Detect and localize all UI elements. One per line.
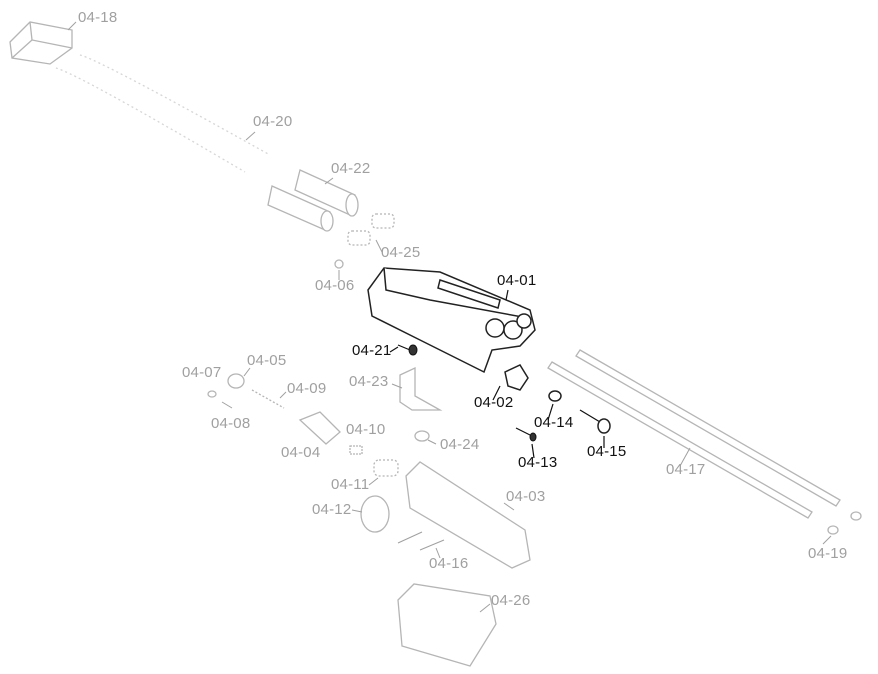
part-04-07-shape [207,390,217,398]
part-label-04-10[interactable]: 04-10 [346,421,386,438]
part-04-17-shape [547,349,841,519]
part-label-04-07[interactable]: 04-07 [182,364,222,381]
part-04-13-shape [515,427,537,442]
part-label-04-12[interactable]: 04-12 [312,501,352,518]
part-label-04-11[interactable]: 04-11 [331,476,370,493]
part-label-04-26[interactable]: 04-26 [491,592,531,609]
part-label-04-05[interactable]: 04-05 [247,352,287,369]
part-04-04-shape [298,411,341,445]
part-04-11-shape [373,459,399,477]
part-label-04-25[interactable]: 04-25 [381,244,421,261]
part-label-04-14[interactable]: 04-14 [534,414,574,431]
part-04-10-shape [349,445,363,455]
part-04-26-shape [397,583,497,667]
part-label-04-20[interactable]: 04-20 [253,113,293,130]
part-label-04-02[interactable]: 04-02 [474,394,514,411]
part-04-14-shape [548,390,562,402]
part-label-04-15[interactable]: 04-15 [587,443,627,460]
part-04-16-shape [397,531,445,551]
part-04-08-shape [221,401,233,409]
part-label-04-03[interactable]: 04-03 [506,488,546,505]
part-label-04-09[interactable]: 04-09 [287,380,327,397]
part-04-18-shape [9,21,73,65]
part-label-04-17[interactable]: 04-17 [666,461,706,478]
part-04-22-shape [267,169,359,232]
part-04-20-shape [55,54,271,173]
leader-lines [67,21,832,613]
part-label-04-24[interactable]: 04-24 [440,436,480,453]
part-label-04-01[interactable]: 04-01 [497,272,537,289]
part-04-05-shape [227,373,245,389]
part-04-19-shape [827,511,862,535]
part-04-25-shape [347,213,395,246]
part-label-04-19[interactable]: 04-19 [808,545,848,562]
part-04-24-shape [414,430,430,442]
part-04-15-shape [579,409,611,434]
part-04-03-shape [405,461,531,569]
part-label-04-13[interactable]: 04-13 [518,454,558,471]
part-label-04-08[interactable]: 04-08 [211,415,251,432]
part-04-02-shape [504,364,529,391]
part-label-04-16[interactable]: 04-16 [429,555,469,572]
part-label-04-18[interactable]: 04-18 [78,9,118,26]
part-label-04-04[interactable]: 04-04 [281,444,321,461]
part-label-04-22[interactable]: 04-22 [331,160,371,177]
part-04-23-shape [399,366,443,411]
part-label-04-23[interactable]: 04-23 [349,373,389,390]
part-04-06-shape [334,259,344,269]
part-label-04-06[interactable]: 04-06 [315,277,355,294]
part-04-01-shape [367,267,536,374]
part-04-21-shape [397,344,418,356]
part-04-09-shape [251,389,285,409]
part-label-04-21[interactable]: 04-21 [352,342,392,359]
part-04-12-shape [360,495,390,533]
